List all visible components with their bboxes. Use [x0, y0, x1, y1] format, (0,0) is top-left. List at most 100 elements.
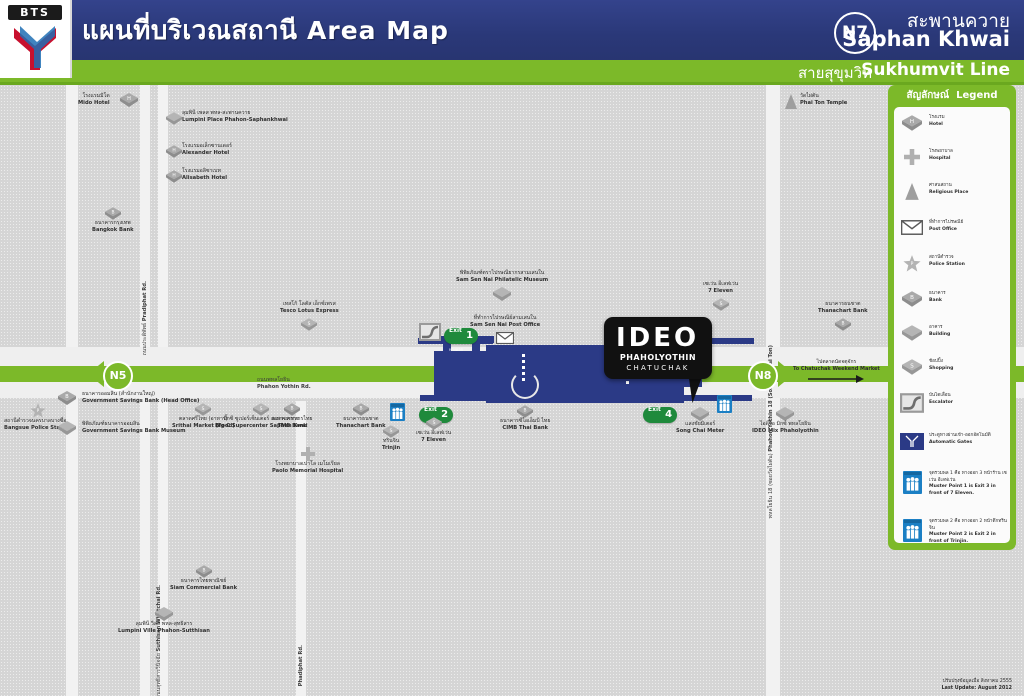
- station-code-badge: N7: [834, 12, 876, 54]
- poi-srithai-market[interactable]: S ตลาดศรีไทย (อาหาร)Srithai Market (Food…: [172, 403, 235, 431]
- building-icon: [776, 407, 795, 421]
- station-name-en: Saphan Khwai: [842, 27, 1010, 51]
- automatic-gates-icon: [900, 433, 924, 454]
- header-green-edge: [0, 82, 1024, 85]
- map-canvas[interactable]: ถนนประดิพัทธ์ Pradiphat Rd. ถนนสุทธิสารว…: [0, 85, 1024, 696]
- svg-text:B: B: [202, 568, 205, 574]
- svg-text:S: S: [260, 406, 263, 412]
- shopping-icon: S: [253, 403, 270, 416]
- poi-siam-commercial-bank[interactable]: B ธนาคารไทยพาณิชย์Siam Commercial Bank: [170, 565, 237, 593]
- ideo-line-2: CHATUCHAK: [626, 364, 690, 372]
- legend-item-muster-point-1: จุดรวมพล 1 คือ ทางออก 3 หน้าร้าน เซเว่น …: [900, 471, 1008, 498]
- religious-place-icon: [900, 183, 924, 205]
- svg-text:H: H: [127, 96, 131, 102]
- page-title: แผนที่บริเวณสถานี Area Map: [82, 10, 449, 51]
- bank-icon: B: [834, 317, 851, 331]
- svg-text:P: P: [911, 261, 914, 267]
- station-stair-se: [658, 385, 666, 401]
- svg-text:S: S: [432, 420, 435, 426]
- building-icon: [691, 407, 710, 421]
- station-bar-se: [632, 395, 752, 401]
- svg-text:B: B: [841, 320, 844, 326]
- road-label-suthisan: ถนนสุทธิสารวินิจฉัย Suthisan Winitchai R…: [156, 585, 162, 696]
- shopping-icon: S: [712, 297, 729, 311]
- bank-icon: B: [900, 291, 924, 311]
- muster-point-2-icon: [900, 519, 924, 546]
- line-name-en: Sukhumvit Line: [861, 60, 1010, 80]
- station-bar-sw: [420, 395, 498, 401]
- svg-text:B: B: [65, 394, 69, 400]
- line-arrow-west: [88, 361, 104, 387]
- bank-icon: B: [284, 403, 301, 416]
- poi-alexander-hotel[interactable]: H โรงแรมอเล็กซานเดอร์Alexander Hotel: [166, 143, 232, 158]
- shopping-icon: S: [195, 403, 212, 416]
- line-arrow-east: [778, 361, 794, 387]
- poi-government-savings-bank-hq[interactable]: B ธนาคารออมสิน (สำนักงานใหญ่)Government …: [58, 391, 199, 406]
- svg-text:B: B: [910, 295, 914, 301]
- bank-icon: B: [352, 403, 369, 416]
- svg-text:H: H: [910, 119, 914, 125]
- muster-point-2-marker[interactable]: [390, 403, 405, 421]
- bank-icon: B: [104, 207, 121, 220]
- road-label-vertical-south: Phadiphat Rd.: [298, 645, 304, 687]
- station-stair-sw: [443, 385, 451, 401]
- poi-song-chai-meter[interactable]: แสงชัยมิเตอร์Song Chai Meter: [676, 407, 724, 436]
- page-title-th: แผนที่บริเวณสถานี: [82, 16, 298, 46]
- svg-text:S: S: [390, 428, 393, 434]
- ideo-brand: IDEO: [616, 323, 700, 353]
- building-icon: [58, 421, 76, 435]
- station-name-th: สะพานควาย: [906, 10, 1010, 32]
- hotel-icon: H: [120, 93, 138, 107]
- svg-text:B: B: [524, 408, 527, 414]
- svg-text:S: S: [308, 321, 311, 327]
- hospital-icon: [900, 149, 924, 169]
- svg-text:H: H: [172, 148, 175, 154]
- religious-place-icon: [785, 94, 797, 109]
- station-marker-n8[interactable]: N8: [748, 361, 778, 391]
- svg-text:S: S: [719, 301, 722, 307]
- hotel-icon: H: [166, 145, 182, 158]
- muster-point-1-marker[interactable]: [717, 395, 732, 413]
- escalator-icon: [419, 323, 441, 341]
- ideo-advert-callout[interactable]: IDEO PHAHOLYOTHIN CHATUCHAK: [604, 317, 712, 379]
- arrow-right-icon: [808, 375, 865, 383]
- post-office-icon: [496, 331, 515, 344]
- automatic-gate-west: [522, 354, 525, 382]
- road-label-pradiphat: ถนนประดิพัทธ์ Pradiphat Rd.: [142, 281, 148, 356]
- shopping-icon: S: [900, 359, 924, 379]
- legend-title: สัญลักษณ์ Legend: [906, 90, 998, 101]
- gate-arch-west: [511, 371, 539, 399]
- svg-text:B: B: [359, 406, 362, 412]
- shopping-icon: S: [301, 317, 318, 331]
- svg-text:B: B: [291, 406, 294, 412]
- station-marker-n5[interactable]: N5: [103, 361, 133, 391]
- bts-y-symbol: [14, 26, 56, 70]
